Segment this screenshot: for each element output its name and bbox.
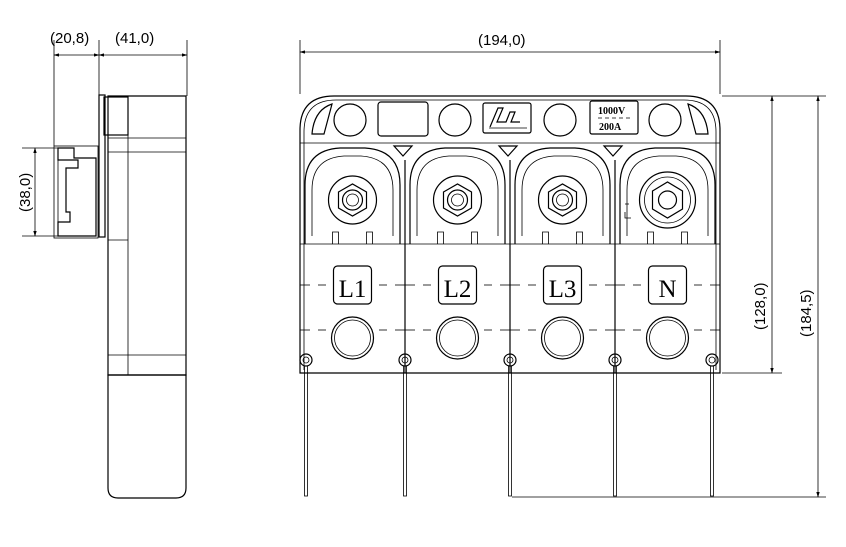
dim-overall-height: (184,5) (798, 289, 815, 337)
terminal-label: L1 (339, 276, 367, 303)
pin (398, 353, 412, 497)
pin (705, 353, 719, 497)
pin (503, 353, 517, 497)
terminal-label: L3 (549, 276, 577, 303)
terminal-n: N (615, 147, 720, 360)
front-dimensions: (194,0) (128,0) (184,5) (299, 32, 826, 498)
dim-side-depth-b: (41,0) (115, 30, 154, 47)
side-dimensions: (20,8) (41,0) (38,0) (17, 30, 188, 237)
terminal-label: N (658, 276, 676, 303)
terminal-l3: L3 (510, 147, 615, 360)
dim-side-depth-a: (20,8) (50, 30, 89, 47)
dim-body-height: (128,0) (752, 282, 769, 330)
terminal-modules: L1 L2 L3 N (300, 147, 720, 360)
front-view: 1000V 200A (299, 95, 721, 374)
pin-row (299, 353, 719, 497)
terminal-l2: L2 (405, 147, 510, 360)
pin (299, 353, 313, 497)
rating-plate: 1000V 200A (589, 100, 639, 135)
dim-overall-width: (194,0) (478, 32, 526, 49)
dim-side-rail: (38,0) (17, 173, 34, 212)
rating-voltage: 1000V (598, 106, 626, 117)
terminal-label: L2 (444, 276, 472, 303)
terminal-l1: L1 (300, 147, 405, 360)
pin (608, 353, 622, 497)
brand-logo (482, 102, 532, 134)
side-view (53, 94, 187, 499)
rating-current: 200A (599, 122, 622, 133)
